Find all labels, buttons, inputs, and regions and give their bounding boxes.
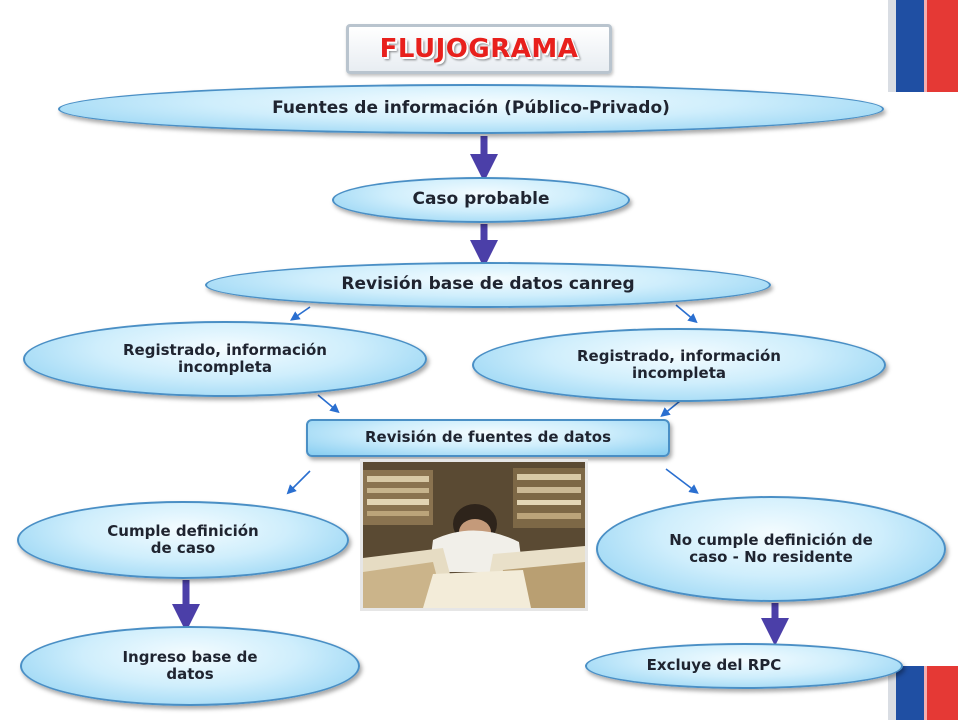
arrow-left-to-revision xyxy=(317,394,340,414)
arrow-canreg-to-left xyxy=(290,306,311,321)
title-box: FLUJOGRAMA xyxy=(346,24,612,74)
node-excluye-label: Excluye del RPC xyxy=(646,656,782,675)
arrow-canreg-to-right xyxy=(675,304,698,324)
node-ingreso-label: Ingreso base de datos xyxy=(122,647,258,683)
node-caso-probable: Caso probable xyxy=(332,177,630,223)
paper-stacks-illustration xyxy=(363,462,585,608)
node-ingreso-base: Ingreso base de datos xyxy=(20,626,360,706)
node-revision-fuentes: Revisión de fuentes de datos xyxy=(306,419,670,457)
node-revision-fuentes-label: Revisión de fuentes de datos xyxy=(365,428,611,447)
node-caso-probable-label: Caso probable xyxy=(412,189,550,210)
node-registrado-right: Registrado, información incompleta xyxy=(472,328,886,402)
node-cumple-definicion: Cumple definición de caso xyxy=(17,501,349,579)
node-registrado-left-label: Registrado, información incompleta xyxy=(122,340,327,376)
node-fuentes-informacion: Fuentes de información (Público-Privado) xyxy=(58,84,884,134)
node-no-cumple-label: No cumple definición de caso - No reside… xyxy=(669,530,873,566)
node-cumple-label: Cumple definición de caso xyxy=(107,521,259,557)
node-revision-canreg: Revisión base de datos canreg xyxy=(205,262,771,308)
arrow-right-to-revision xyxy=(660,400,681,418)
flag-top-right-icon xyxy=(888,0,958,92)
node-fuentes-label: Fuentes de información (Público-Privado) xyxy=(272,98,670,119)
node-revision-canreg-label: Revisión base de datos canreg xyxy=(341,274,635,295)
node-registrado-left: Registrado, información incompleta xyxy=(23,321,427,397)
photo-person-sleeping-on-papers xyxy=(360,459,588,611)
node-registrado-right-label: Registrado, información incompleta xyxy=(576,346,781,382)
page-title: FLUJOGRAMA xyxy=(379,34,579,64)
node-excluye-rpc: Excluye del RPC xyxy=(585,643,903,689)
arrow-revision-to-nocumple xyxy=(665,468,699,494)
flag-bottom-right-icon xyxy=(888,666,958,720)
node-no-cumple-definicion: No cumple definición de caso - No reside… xyxy=(596,496,946,602)
arrow-revision-to-cumple xyxy=(286,470,311,495)
